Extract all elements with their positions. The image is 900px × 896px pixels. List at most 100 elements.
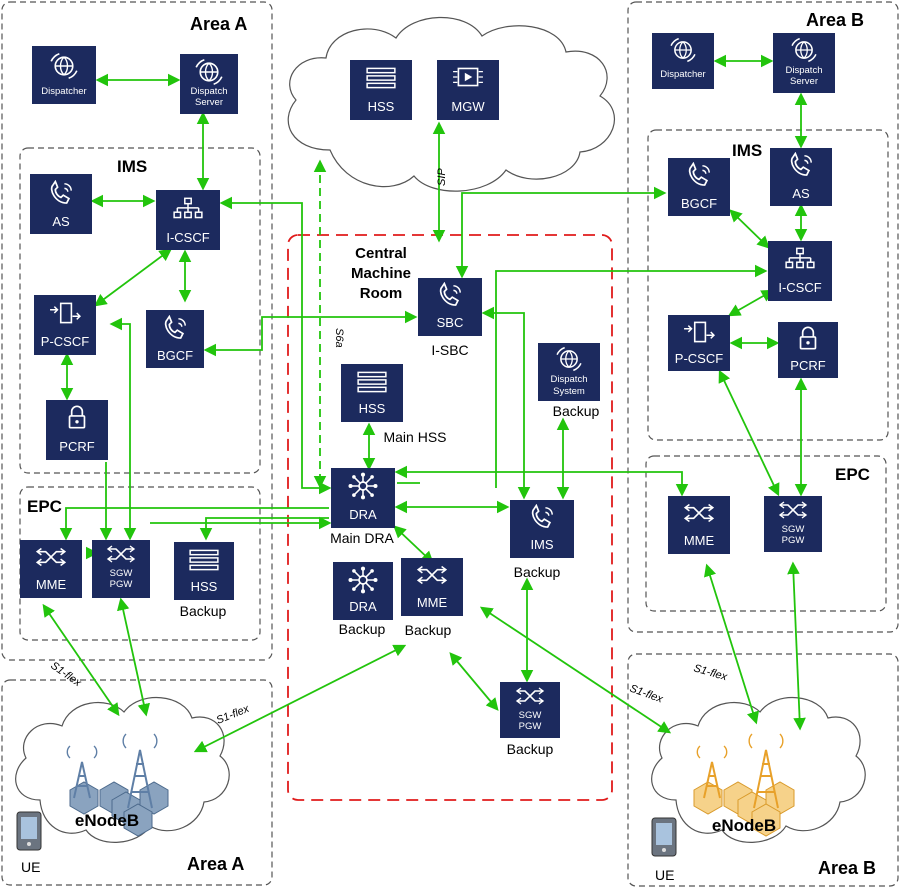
- pcscf-b-node[interactable]: P-CSCF: [668, 315, 730, 371]
- link-mme-backup-sgw-backup: [449, 652, 499, 711]
- hex-tiles-a: [69, 781, 169, 837]
- link-mme-b-enodeb: [704, 563, 759, 725]
- ue-a-device: UE: [16, 811, 42, 875]
- dispatcher-b-node[interactable]: Dispatcher: [652, 33, 714, 89]
- dra-backup-caption: Backup: [339, 621, 386, 637]
- s1flex-central-label: S1-flex: [215, 703, 252, 727]
- mme-backup-caption: Backup: [405, 622, 452, 638]
- dispatch-server-b-node[interactable]: Dispatch Server: [773, 33, 835, 93]
- svg-text:PGW: PGW: [519, 721, 542, 732]
- icscf-b-node[interactable]: I-CSCF: [768, 241, 832, 301]
- svg-text:HSS: HSS: [368, 99, 395, 114]
- cell-tower-icon: [66, 733, 158, 809]
- link-bgcf-icscf-b: [729, 209, 770, 249]
- svg-text:Dispatch: Dispatch: [191, 86, 228, 97]
- svg-text:DRA: DRA: [349, 507, 377, 522]
- sgw-pgw-a-node[interactable]: SGW PGW: [92, 540, 150, 598]
- ue-a-label: UE: [21, 859, 40, 875]
- svg-text:Server: Server: [790, 76, 818, 87]
- link-pcscf-sgw-b: [718, 369, 780, 497]
- phone-device-icon: [16, 811, 42, 851]
- main-dra-caption: Main DRA: [330, 530, 394, 546]
- link-dra-hss-a: [199, 517, 329, 541]
- link-bgcf-sbc: [203, 310, 418, 357]
- enodeb-b-label: eNodeB: [712, 816, 776, 835]
- hss-a-node[interactable]: HSS: [174, 542, 234, 600]
- hss-cloud-node[interactable]: HSS: [350, 60, 412, 120]
- mgw-cloud-node[interactable]: MGW: [437, 60, 499, 120]
- link-dra-mme-b: [394, 465, 689, 497]
- dra-main-node[interactable]: DRA: [331, 468, 395, 528]
- mme-backup-node[interactable]: MME: [401, 558, 463, 616]
- area-a-bottom-title: Area A: [187, 854, 244, 874]
- area-b-bottom-border: [627, 653, 899, 887]
- mme-b-node[interactable]: MME: [668, 496, 730, 554]
- svg-text:I-CSCF: I-CSCF: [166, 230, 209, 245]
- svg-text:P-CSCF: P-CSCF: [675, 351, 723, 366]
- sgw-pgw-b-node[interactable]: SGW PGW: [764, 496, 822, 552]
- hss-main-node[interactable]: HSS: [341, 364, 403, 422]
- link-icscf-dra: [219, 196, 332, 495]
- svg-text:SGW: SGW: [110, 568, 133, 579]
- central-title-line2: Machine: [351, 265, 411, 282]
- epc-a-title: EPC: [27, 497, 62, 516]
- svg-text:MME: MME: [417, 595, 448, 610]
- pcrf-a-node[interactable]: PCRF: [46, 400, 108, 460]
- ims-b-title: IMS: [732, 141, 762, 160]
- cell-tower-icon: [696, 733, 784, 809]
- area-b-bottom-title: Area B: [818, 858, 876, 878]
- pcrf-b-node[interactable]: PCRF: [778, 322, 838, 378]
- link-dra-mme-backup: [393, 525, 434, 564]
- svg-text:PGW: PGW: [110, 579, 133, 590]
- dispatch-backup-caption: Backup: [553, 403, 600, 419]
- isbc-caption: I-SBC: [431, 342, 468, 358]
- link-sbc-ims-backup: [481, 306, 531, 500]
- icscf-a-node[interactable]: I-CSCF: [156, 190, 220, 250]
- enodeb-a-illustration: eNodeB: [66, 733, 169, 837]
- area-a-top-title: Area A: [190, 14, 247, 34]
- svg-text:PCRF: PCRF: [790, 358, 825, 373]
- ims-backup-node[interactable]: IMS: [510, 500, 574, 558]
- hss-a-backup-caption: Backup: [180, 603, 227, 619]
- svg-text:MME: MME: [36, 577, 67, 592]
- svg-text:Dispatch: Dispatch: [786, 65, 823, 76]
- svg-text:I-CSCF: I-CSCF: [778, 280, 821, 295]
- svg-text:System: System: [553, 386, 585, 397]
- mme-a-node[interactable]: MME: [20, 540, 82, 598]
- area-a-bottom-border: [1, 679, 273, 886]
- as-b-node[interactable]: AS: [770, 148, 832, 206]
- link-icscf-pcscf-a: [93, 248, 173, 307]
- svg-text:SGW: SGW: [519, 710, 542, 721]
- svg-text:Dispatch: Dispatch: [551, 374, 588, 385]
- svg-text:IMS: IMS: [530, 537, 553, 552]
- link-dra-mme-a: [59, 507, 329, 541]
- svg-text:MME: MME: [684, 533, 715, 548]
- sgw-pgw-backup-node[interactable]: SGW PGW: [500, 682, 560, 738]
- area-b-top-border: [627, 1, 899, 633]
- link-mme-a-enodeb: [42, 603, 120, 717]
- svg-text:MGW: MGW: [451, 99, 485, 114]
- svg-text:SGW: SGW: [782, 524, 805, 535]
- dra-backup-node[interactable]: DRA: [333, 562, 393, 620]
- links: [42, 54, 808, 753]
- pcscf-a-node[interactable]: P-CSCF: [34, 295, 96, 355]
- ims-a-title: IMS: [117, 157, 147, 176]
- svg-text:PGW: PGW: [782, 535, 805, 546]
- s6a-label: S6a: [333, 328, 345, 348]
- sbc-node[interactable]: SBC: [418, 278, 482, 336]
- dispatch-server-a-node[interactable]: Dispatch Server: [180, 54, 238, 114]
- bgcf-b-node[interactable]: BGCF: [668, 158, 730, 216]
- svg-text:DRA: DRA: [349, 599, 377, 614]
- svg-text:BGCF: BGCF: [681, 196, 717, 211]
- bgcf-a-node[interactable]: BGCF: [146, 310, 204, 368]
- svg-text:HSS: HSS: [191, 579, 218, 594]
- dispatch-system-node[interactable]: Dispatch System: [538, 343, 600, 401]
- svg-text:P-CSCF: P-CSCF: [41, 334, 89, 349]
- ims-backup-caption: Backup: [514, 564, 561, 580]
- link-mme-backup-enodeb-a: [193, 644, 407, 753]
- dispatcher-a-node[interactable]: Dispatcher: [32, 46, 96, 104]
- as-a-node[interactable]: AS: [30, 174, 92, 234]
- s1flex-a-label: S1-flex: [48, 660, 83, 690]
- s1flex-b-2-label: S1-flex: [692, 662, 729, 683]
